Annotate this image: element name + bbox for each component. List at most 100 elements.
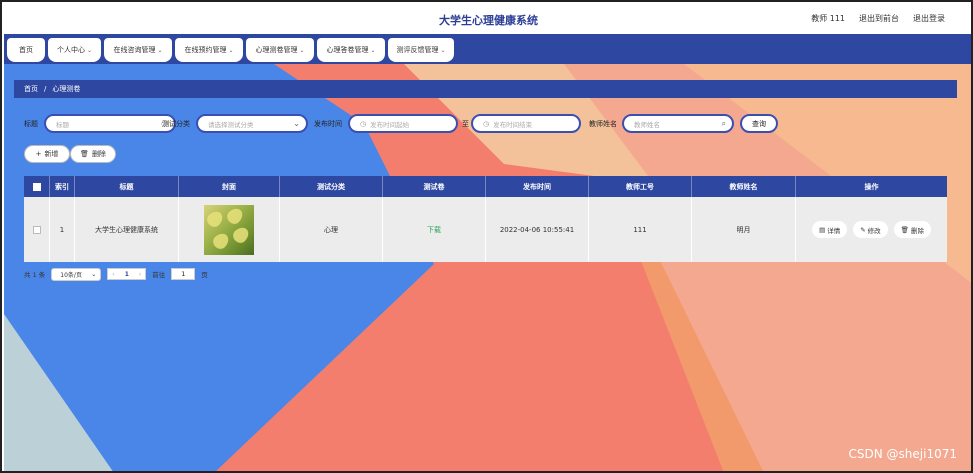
header-paper[interactable]: 测试卷	[383, 176, 486, 197]
trash-icon: 🗑	[80, 150, 89, 158]
goto-page-input[interactable]: 1	[171, 268, 196, 280]
nav-label: 心理测卷管理	[255, 46, 298, 54]
back-to-front-link[interactable]: 退出到前台	[859, 14, 899, 23]
logout-link[interactable]: 退出登录	[913, 14, 945, 23]
breadcrumb: 首页 / 心理测卷	[14, 80, 957, 98]
edit-label: 修改	[867, 226, 881, 235]
leaf-shape	[224, 204, 246, 227]
page-unit: 页	[201, 271, 208, 279]
add-label: 新增	[44, 150, 59, 158]
row-publish-time: 2022-04-06 10:55:41	[486, 197, 589, 262]
watermark: CSDN @sheji1071	[848, 447, 957, 461]
next-page-icon[interactable]: ›	[138, 270, 142, 278]
leaf-shape	[210, 229, 232, 252]
header-title[interactable]: 标题	[75, 176, 179, 197]
header-actions: 操作	[864, 182, 879, 191]
category-label: 测试分类	[162, 120, 190, 128]
download-link[interactable]: 下载	[427, 225, 441, 234]
nav-item-feedback[interactable]: 测评反馈管理⌄	[388, 38, 454, 62]
nav-label: 测评反馈管理	[396, 46, 439, 54]
delete-label: 删除	[91, 150, 106, 158]
chevron-down-icon: ⌄	[86, 46, 93, 54]
delete-button[interactable]: 🗑删除	[893, 221, 931, 238]
row-checkbox[interactable]	[32, 225, 41, 234]
query-button[interactable]: 查询	[740, 114, 778, 133]
leaf-shape	[204, 207, 226, 230]
nav-item-appointment[interactable]: 在线预约管理⌄	[175, 38, 243, 62]
leaf-shape	[230, 223, 252, 246]
row-title: 大学生心理健康系统	[75, 197, 179, 262]
batch-delete-button[interactable]: 🗑 删除	[70, 145, 116, 163]
chevron-down-icon: ⌄	[440, 46, 446, 54]
goto-label: 前往	[152, 271, 166, 279]
user-label: 教师 111	[811, 14, 845, 23]
row-actions: ▤详情 ✎修改 🗑删除	[796, 197, 947, 262]
nav-item-consult[interactable]: 在线咨询管理⌄	[104, 38, 172, 62]
current-page[interactable]: 1	[124, 270, 129, 278]
teacher-label: 教师姓名	[589, 120, 617, 128]
cover-image[interactable]	[204, 204, 254, 255]
row-cover-cell	[179, 197, 280, 262]
title-label: 标题	[24, 120, 38, 128]
nav-label: 心理答卷管理	[326, 46, 369, 54]
search-icon: ⌕	[721, 119, 726, 128]
title-placeholder: 标题	[56, 120, 69, 129]
total-count: 共 1 条	[24, 271, 46, 279]
header-publish-time[interactable]: 发布时间	[486, 176, 589, 197]
nav-item-personal[interactable]: 个人中心⌄	[48, 38, 101, 62]
breadcrumb-current: 心理测卷	[52, 85, 81, 93]
row-teacher-name: 明月	[692, 197, 796, 262]
chevron-down-icon: ⌄	[91, 270, 97, 278]
time-start-input[interactable]: ◷ 发布时间起始	[348, 114, 458, 133]
data-table: 索引 标题 封面 测试分类 测试卷 发布时间 教师工号 教师姓名 操作 1 大学…	[24, 176, 947, 262]
page-size-value: 10条/页	[60, 271, 82, 279]
prev-page-icon[interactable]: ‹	[112, 270, 115, 278]
category-placeholder: 请选择测试分类	[208, 120, 254, 129]
row-select-cell	[24, 197, 50, 262]
time-to-label: 至	[462, 120, 469, 128]
detail-button[interactable]: ▤详情	[812, 221, 848, 238]
nav-label: 个人中心	[56, 46, 85, 54]
teacher-input[interactable]: 教师姓名 ⌕	[622, 114, 734, 133]
chevron-down-icon: ⌄	[157, 46, 163, 54]
site-title: 大学生心理健康系统	[439, 14, 538, 27]
clock-icon: ◷	[360, 119, 367, 128]
plus-icon: +	[35, 150, 42, 158]
clear-icon: ◌	[161, 119, 168, 128]
table-row: 1 大学生心理健康系统 心理 下载 2022-04-06 10:55:41 11…	[24, 197, 947, 262]
trash-icon: 🗑	[900, 225, 909, 234]
document-icon: ▤	[819, 225, 826, 234]
page-nav: ‹ 1 ›	[107, 268, 147, 280]
page-size-select[interactable]: 10条/页 ⌄	[51, 267, 102, 281]
nav-label: 在线咨询管理	[113, 46, 156, 54]
chevron-down-icon: ⌄	[293, 119, 300, 128]
nav-label: 在线预约管理	[184, 46, 227, 54]
chevron-down-icon: ⌄	[370, 46, 376, 54]
nav-item-answer-sheet[interactable]: 心理答卷管理⌄	[317, 38, 385, 62]
select-all-checkbox[interactable]	[32, 182, 41, 191]
nav-item-home[interactable]: 首页	[7, 38, 45, 62]
time-start-placeholder: 发布时间起始	[370, 120, 410, 129]
main-nav: 首页 个人中心⌄ 在线咨询管理⌄ 在线预约管理⌄ 心理测卷管理⌄ 心理答卷管理⌄…	[4, 34, 971, 64]
clock-icon: ◷	[483, 119, 490, 128]
time-end-input[interactable]: ◷ 发布时间结束	[471, 114, 581, 133]
breadcrumb-separator: /	[44, 85, 47, 93]
nav-item-test-paper[interactable]: 心理测卷管理⌄	[246, 38, 314, 62]
top-bar: 大学生心理健康系统 教师 111 退出到前台 退出登录	[4, 4, 971, 34]
row-teacher-id: 111	[589, 197, 692, 262]
add-button[interactable]: + 新增	[24, 145, 70, 163]
time-end-placeholder: 发布时间结束	[493, 120, 533, 129]
breadcrumb-home[interactable]: 首页	[24, 85, 38, 93]
category-select[interactable]: 请选择测试分类 ⌄	[196, 114, 308, 133]
top-right-links: 教师 111 退出到前台 退出登录	[811, 13, 945, 24]
header-category[interactable]: 测试分类	[280, 176, 383, 197]
header-index[interactable]: 索引	[50, 176, 75, 197]
edit-button[interactable]: ✎修改	[853, 221, 888, 238]
header-teacher-id[interactable]: 教师工号	[589, 176, 692, 197]
header-teacher-name[interactable]: 教师姓名	[692, 176, 796, 197]
select-all-cell	[24, 176, 50, 197]
edit-icon: ✎	[860, 225, 866, 234]
header-cover[interactable]: 封面	[179, 176, 280, 197]
title-input[interactable]: 标题 ◌	[44, 114, 176, 133]
